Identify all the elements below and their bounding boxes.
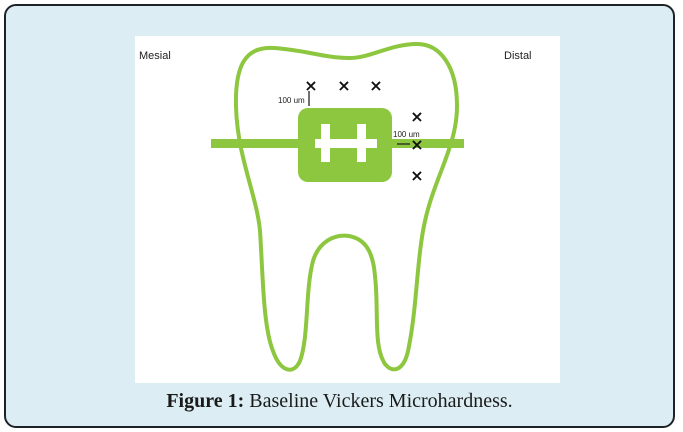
mesial-label: Mesial <box>139 50 171 62</box>
figure-illustration: × × × × × × Mesial Distal 100 um 100 um <box>135 36 560 383</box>
figure-card: × × × × × × Mesial Distal 100 um 100 um … <box>4 4 675 428</box>
occlusal-distance-label: 100 um <box>278 96 305 105</box>
indent-marker-occlusal-3: × <box>369 76 382 95</box>
indent-marker-occlusal-2: × <box>337 76 350 95</box>
indent-marker-distal-3: × <box>410 166 423 185</box>
figure-number: Figure 1: <box>166 390 244 412</box>
indent-marker-occlusal-1: × <box>304 76 317 95</box>
figure-title: Baseline Vickers Microhardness. <box>244 390 512 412</box>
figure-caption: Figure 1: Baseline Vickers Microhardness… <box>6 390 673 413</box>
tooth-diagram: × × × × × × <box>135 36 560 383</box>
distal-label: Distal <box>504 50 532 62</box>
bracket-distance-label: 100 um <box>393 130 420 139</box>
indent-marker-distal-1: × <box>410 107 423 126</box>
